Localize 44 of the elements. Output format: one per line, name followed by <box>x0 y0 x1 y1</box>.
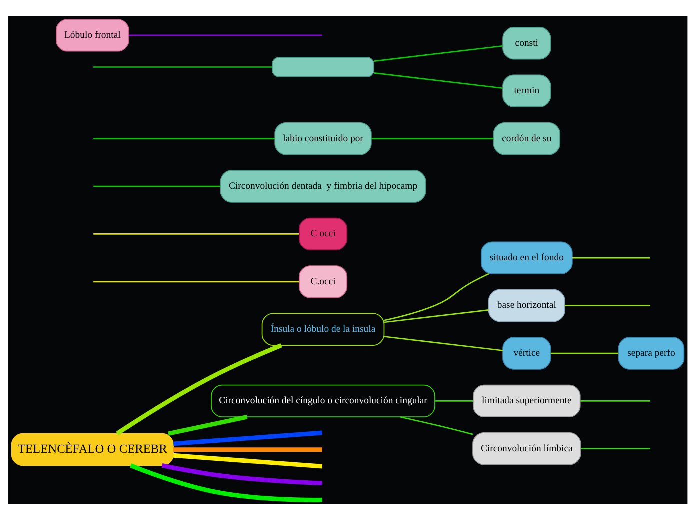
node-box: Ínsula o lóbulo de la insula <box>262 313 385 346</box>
connector <box>94 66 272 68</box>
connector <box>564 305 650 306</box>
node-box: separa perfo <box>618 337 685 370</box>
node-box: vértice <box>502 337 552 370</box>
connector <box>580 400 650 402</box>
node-box: limitada superiormente <box>473 384 581 418</box>
connector <box>374 72 503 90</box>
connector <box>130 464 322 502</box>
node-box: TELENCÈFALO O CEREBR <box>11 433 174 466</box>
node-box: C occi <box>298 218 348 251</box>
node-box: termin <box>502 74 552 108</box>
connector <box>94 186 221 188</box>
connector <box>550 352 619 354</box>
node-box: Circonvolución dentada y fimbria del hipocamp <box>220 170 426 203</box>
node-box: situado en el fondo <box>480 242 573 274</box>
node-box: cordón de su <box>493 122 560 156</box>
connector <box>129 34 322 36</box>
node-box <box>272 57 374 78</box>
connector <box>580 448 650 450</box>
node-box: Lóbulo frontal <box>56 19 130 52</box>
connector <box>94 281 300 283</box>
node-box: base horizontal <box>488 289 566 322</box>
connector <box>572 257 650 259</box>
connector <box>174 448 322 452</box>
connector <box>384 273 490 322</box>
node-box: Circonvolución del cíngulo o circonvolución cingular <box>211 384 436 418</box>
connector <box>173 430 322 446</box>
connector <box>168 414 248 436</box>
node-box: C.occi <box>298 266 348 298</box>
connector <box>384 310 489 324</box>
connector <box>400 416 474 436</box>
connector <box>116 344 282 436</box>
connector <box>384 336 504 352</box>
connector <box>162 464 322 486</box>
connector <box>94 138 276 140</box>
connector <box>173 453 322 469</box>
node-box: labio constituido por <box>274 122 372 156</box>
connector <box>371 138 494 140</box>
node-box: Circonvolución límbica <box>472 432 582 466</box>
connector <box>374 45 503 62</box>
node-box: consti <box>502 27 552 60</box>
connector <box>94 234 300 235</box>
connector <box>435 400 474 402</box>
